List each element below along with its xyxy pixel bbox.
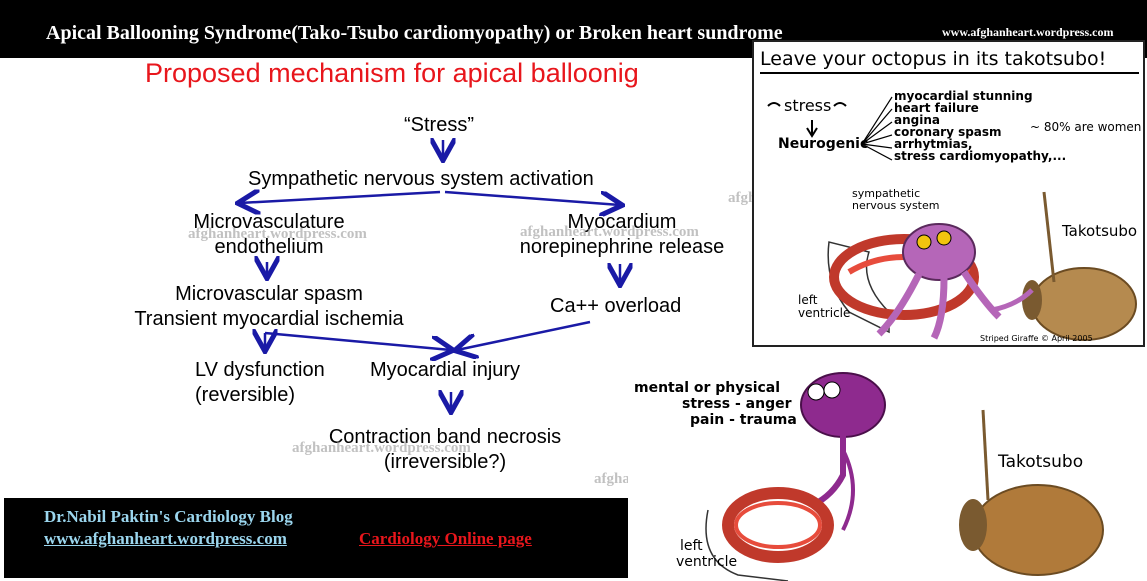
node-lv-line1: LV dysfunction [195, 359, 325, 381]
node-necrosis: Contraction band necrosis (irreversible?… [300, 425, 590, 475]
outcome-item: angina [894, 113, 940, 127]
cartoon-outcomes: myocardial stunning heart failure angina… [894, 90, 1066, 162]
arrow-to-micro [240, 192, 441, 203]
cardiology-online-link[interactable]: Cardiology Online page [359, 529, 532, 548]
heart-icon [722, 487, 834, 563]
blog-box: Dr.Nabil Paktin's Cardiology Blog www.af… [4, 498, 634, 578]
cartoon-sympathetic: sympathetic nervous system [852, 188, 939, 212]
node-lv-dysfunction: LV dysfunction (reversible) [195, 358, 325, 408]
pot-icon [972, 484, 1104, 576]
cartoon-title: Leave your octopus in its takotsubo! [760, 48, 1107, 70]
outcome-item: stress cardiomyopathy,... [894, 149, 1067, 163]
outcome-item: coronary spasm [894, 125, 1002, 139]
arrow-ca-to-injury [457, 320, 591, 350]
node-myocardium-line2: norepinephrine release [519, 236, 725, 258]
cartoon-stress: stress [784, 96, 832, 115]
cartoon-bottom-drawing [705, 372, 1104, 581]
node-necrosis-line1: Contraction band necrosis [328, 426, 562, 448]
flow-arrows [0, 0, 760, 500]
watermark: afghanheart.wordpress.com [292, 440, 471, 456]
node-lv-line2: (reversible) [195, 384, 296, 406]
node-myocardium: Myocardium norepinephrine release [508, 210, 736, 260]
watermark: afghanheart.wordpress.com [520, 224, 699, 240]
brain-heart-cartoon: mental or physical stress - anger pain -… [628, 370, 1147, 581]
node-sympathetic: Sympathetic nervous system activation [248, 168, 594, 190]
arrow-to-myo [444, 190, 620, 205]
sympathetic-line1: sympathetic [852, 187, 921, 200]
stress-line1: mental or physical [634, 380, 781, 396]
cartoon-bottom-left-ventricle: left ventricle [676, 538, 737, 570]
watermark: afghanheart.wordpress.com [188, 226, 367, 242]
cartoon-bottom-takotsubo: Takotsubo [998, 452, 1084, 472]
heart-icon [829, 234, 979, 320]
cartoon-takotsubo: Takotsubo [1062, 222, 1138, 240]
node-stress: “Stress” [404, 114, 474, 136]
node-spasm-line1: Microvascular spasm [175, 283, 363, 305]
cartoon-credit: Striped Giraffe © April 2005 [980, 334, 1093, 343]
cartoon-neurogenic: Neurogenic [778, 136, 869, 152]
stress-line3: pain - trauma [690, 412, 797, 428]
brain-icon [800, 372, 886, 438]
cartoon-women: ~ 80% are women [1030, 120, 1142, 134]
outcome-item: heart failure [894, 101, 979, 115]
diagram-subtitle: Proposed mechanism for apical balloonig [145, 58, 639, 88]
node-microvasculature-line2: endothelium [214, 236, 324, 258]
left-ventricle-line2: ventricle [798, 306, 851, 320]
outcome-item: arrhytmias, [894, 137, 973, 151]
node-microvasculature-line1: Microvasculature [193, 211, 345, 233]
node-necrosis-line2: (irreversible?) [383, 451, 507, 473]
node-myocardial-injury: Myocardial injury [370, 359, 521, 381]
blog-name: Dr.Nabil Paktin's Cardiology Blog [44, 507, 293, 526]
sympathetic-line2: nervous system [852, 199, 940, 212]
cartoon-left-ventricle: left ventricle [798, 294, 850, 320]
node-spasm: Microvascular spasm Transient myocardial… [114, 282, 424, 332]
pot-icon [1031, 267, 1137, 341]
arrow-spasm-to-injury [264, 331, 451, 350]
node-ca-overload: Ca++ overload [550, 295, 682, 317]
octopus-icon [902, 223, 976, 281]
left-ventricle-line1: left [798, 293, 818, 307]
page-title: Apical Ballooning Syndrome(Tako-Tsubo ca… [46, 22, 783, 44]
bottom-left-line1: left [680, 538, 703, 554]
cartoon-bottom-stress: mental or physical stress - anger pain -… [634, 380, 797, 428]
stress-line2: stress - anger [682, 396, 792, 412]
octopus-cartoon: Leave your octopus in its takotsubo! [752, 40, 1145, 347]
header-bar: Apical Ballooning Syndrome(Tako-Tsubo ca… [0, 0, 1147, 58]
header-url[interactable]: www.afghanheart.wordpress.com [942, 25, 1114, 39]
cartoon-drawing [760, 72, 1139, 341]
node-spasm-line2: Transient myocardial ischemia [134, 308, 404, 330]
bottom-left-line2: ventricle [676, 554, 738, 570]
node-microvasculature: Microvasculature endothelium [184, 210, 354, 260]
node-myocardium-line1: Myocardium [567, 211, 677, 233]
blog-site-link[interactable]: www.afghanheart.wordpress.com [44, 529, 287, 548]
outcome-item: myocardial stunning [894, 89, 1033, 103]
